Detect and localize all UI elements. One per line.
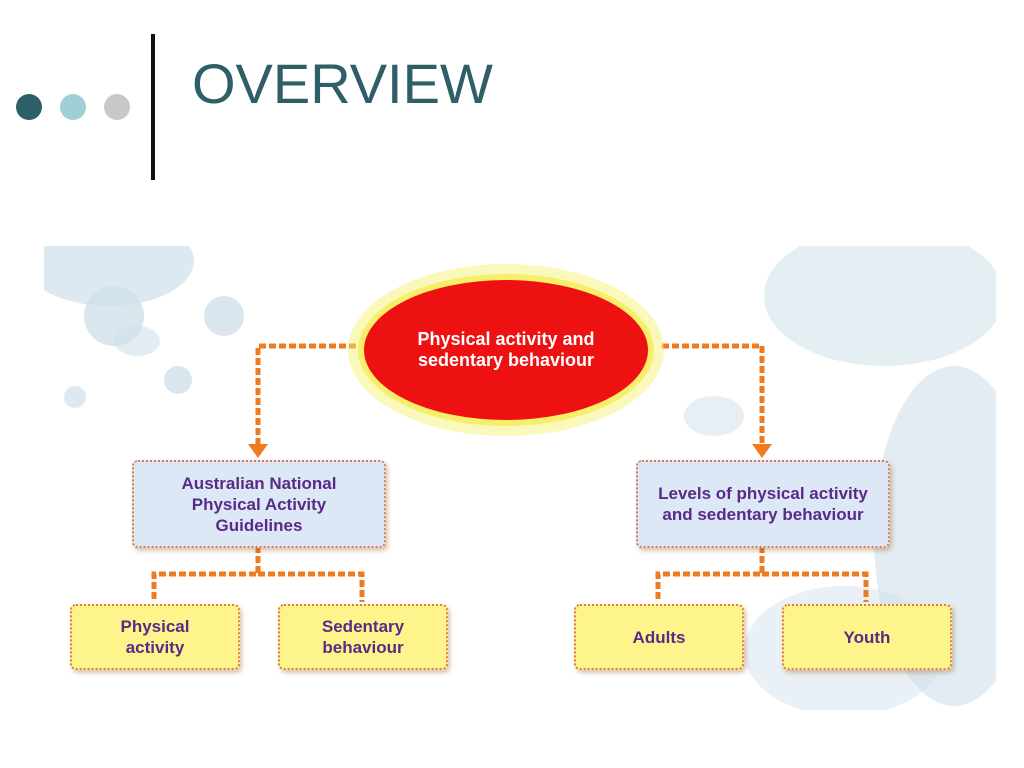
node-guidelines-label: Australian National Physical Activity Gu… <box>181 473 337 535</box>
background-splash <box>684 396 744 436</box>
background-splash <box>114 326 160 356</box>
slide-title: OVERVIEW <box>192 52 493 115</box>
node-physical-activity: Physical activity <box>70 604 240 670</box>
node-adults-label: Adults <box>632 627 686 647</box>
connector-lines <box>151 343 869 602</box>
root-node: Physical activity and sedentary behaviou… <box>358 274 654 426</box>
root-node-label: Physical activity and sedentary behaviou… <box>417 329 595 370</box>
diagram-panel: Physical activity and sedentary behaviou… <box>44 246 996 710</box>
node-youth-label: Youth <box>843 627 891 647</box>
node-adults: Adults <box>574 604 744 670</box>
node-physical-activity-label: Physical activity <box>120 617 190 657</box>
node-levels-label: Levels of physical activity and sedentar… <box>658 484 868 524</box>
title-divider <box>151 34 155 180</box>
node-sedentary-behaviour: Sedentary behaviour <box>278 604 448 670</box>
node-youth: Youth <box>782 604 952 670</box>
background-splash <box>164 366 192 394</box>
bullet-dot-grey <box>104 94 130 120</box>
background-splash <box>764 246 996 366</box>
node-guidelines: Australian National Physical Activity Gu… <box>132 460 386 548</box>
node-sedentary-behaviour-label: Sedentary behaviour <box>321 617 405 657</box>
background-splash <box>64 386 86 408</box>
background-splash <box>204 296 244 336</box>
bullet-dot-dark <box>16 94 42 120</box>
bullet-dot-teal <box>60 94 86 120</box>
node-levels: Levels of physical activity and sedentar… <box>636 460 890 548</box>
